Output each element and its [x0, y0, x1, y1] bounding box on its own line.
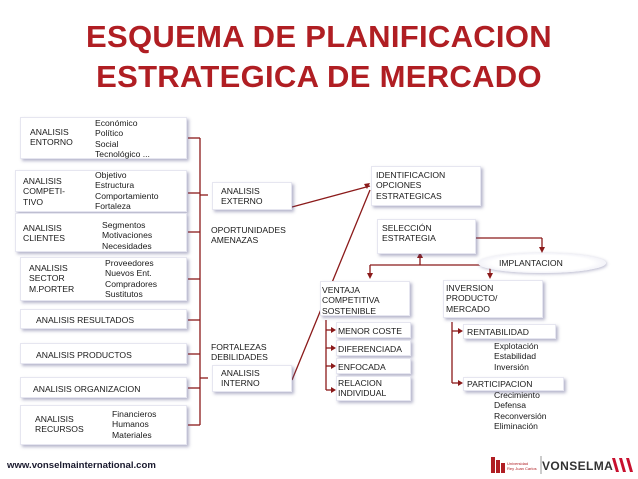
analisis-interno-label: ANALISIS INTERNO [221, 368, 260, 389]
participacion-label: PARTICIPACION [467, 379, 533, 389]
identificacion-opciones-box: IDENTIFICACION OPCIONES ESTRATEGICAS [371, 166, 481, 206]
inversion-producto-box: INVERSION PRODUCTO/ MERCADO [443, 280, 543, 318]
university-name: Universidad Rey Juan Carlos [507, 461, 537, 471]
list-item: Político [95, 128, 124, 139]
list-item: Social [95, 138, 119, 149]
analisis-resultados-label: ANALISIS RESULTADOS [36, 315, 135, 325]
oportunidades-amenazas-label: OPORTUNIDADES AMENAZAS [211, 225, 286, 246]
list-item: Financieros [112, 409, 157, 419]
list-item: Materiales [112, 429, 152, 440]
enfocada-label: ENFOCADA [338, 362, 386, 372]
ventaja-competitiva-label: VENTAJA COMPETITIVA SOSTENIBLE [322, 285, 380, 316]
list-item: Motivaciones [102, 230, 153, 241]
menor-coste-box: MENOR COSTE [336, 322, 411, 338]
analisis-competitivo-label: ANALISIS COMPETI- TIVO [23, 176, 66, 207]
seleccion-estrategia-box: SELECCIÓN ESTRATEGIA [377, 219, 476, 254]
enfocada-box: ENFOCADA [336, 358, 411, 374]
seleccion-estrategia-label: SELECCIÓN ESTRATEGIA [382, 223, 436, 244]
list-item: Necesidades [102, 240, 152, 251]
list-item: Explotación [494, 341, 539, 351]
rentabilidad-box: RENTABILIDAD [463, 324, 556, 339]
relacion-individual-box: RELACION INDIVIDUAL [336, 376, 411, 401]
list-item: Económico [95, 118, 138, 128]
analisis-externo-box: ANALISIS EXTERNO [212, 182, 292, 210]
analisis-entorno-box: ANALISIS ENTORNO Económico Político Soci… [20, 117, 187, 159]
list-item: Humanos [112, 419, 149, 430]
analisis-competitivo-items: Objetivo Estructura Comportamiento Forta… [95, 170, 159, 212]
list-item: Reconversión [494, 410, 547, 421]
participacion-items: Crecimiento Defensa Reconversión Elimina… [494, 390, 547, 432]
rentabilidad-label: RENTABILIDAD [467, 327, 529, 337]
list-item: Inversión [494, 361, 529, 372]
analisis-clientes-label: ANALISIS CLIENTES [23, 223, 66, 244]
ventaja-competitiva-box: VENTAJA COMPETITIVA SOSTENIBLE [320, 281, 410, 316]
footer-divider [540, 456, 542, 474]
analisis-clientes-items: Segmentos Motivaciones Necesidades [102, 220, 152, 251]
analisis-productos-box: ANALISIS PRODUCTOS [20, 343, 187, 364]
analisis-recursos-items: Financieros Humanos Materiales [112, 409, 156, 440]
participacion-box: PARTICIPACION [463, 377, 564, 391]
list-item: Fortaleza [95, 201, 131, 212]
list-item: Proveedores [105, 258, 154, 268]
identificacion-opciones-label: IDENTIFICACION OPCIONES ESTRATEGICAS [376, 170, 446, 201]
university-logo-icon [491, 457, 505, 473]
analisis-sector-label: ANALISIS SECTOR M.PORTER [29, 263, 75, 294]
analisis-resultados-box: ANALISIS RESULTADOS [20, 309, 187, 329]
analisis-productos-label: ANALISIS PRODUCTOS [36, 350, 132, 360]
fortalezas-debilidades-label: FORTALEZAS DEBILIDADES [211, 342, 268, 363]
analisis-sector-box: ANALISIS SECTOR M.PORTER Proveedores Nue… [20, 257, 187, 301]
analisis-externo-label: ANALISIS EXTERNO [221, 186, 263, 207]
implantacion-oval [478, 253, 606, 273]
list-item: Comportamiento [95, 190, 159, 201]
title-line-2: ESTRATEGICA DE MERCADO [96, 59, 542, 94]
list-item: Eliminación [494, 421, 538, 432]
list-item: Estabilidad [494, 351, 537, 362]
diferenciada-label: DIFERENCIADA [338, 344, 402, 354]
list-item: Nuevos Ent. [105, 268, 152, 279]
list-item: Compradores [105, 278, 158, 289]
list-item: Defensa [494, 400, 527, 411]
list-item: Crecimiento [494, 390, 540, 400]
brand-logo-icon [612, 458, 633, 472]
list-item: Estructura [95, 180, 135, 191]
inversion-producto-label: INVERSION PRODUCTO/ MERCADO [446, 283, 498, 314]
analisis-entorno-items: Económico Político Social Tecnológico ..… [95, 118, 150, 160]
implantacion-label: IMPLANTACION [499, 258, 563, 268]
analisis-competitivo-box: ANALISIS COMPETI- TIVO Objetivo Estructu… [15, 170, 187, 212]
menor-coste-label: MENOR COSTE [338, 326, 402, 336]
rentabilidad-items: Explotación Estabilidad Inversión [494, 341, 538, 372]
analisis-clientes-box: ANALISIS CLIENTES Segmentos Motivaciones… [15, 213, 187, 252]
title-line-1: ESQUEMA DE PLANIFICACION [86, 19, 552, 54]
list-item: Sustitutos [105, 289, 143, 300]
vonselma-brand: VONSELMA [542, 459, 614, 473]
analisis-entorno-label: ANALISIS ENTORNO [30, 127, 73, 148]
diferenciada-box: DIFERENCIADA [336, 340, 411, 356]
analisis-organizacion-box: ANALISIS ORGANIZACION [20, 377, 187, 398]
list-item: Tecnológico ... [95, 149, 150, 160]
analisis-recursos-label: ANALISIS RECURSOS [35, 414, 84, 435]
relacion-individual-label: RELACION INDIVIDUAL [338, 378, 387, 399]
analisis-organizacion-label: ANALISIS ORGANIZACION [33, 384, 141, 394]
list-item: Segmentos [102, 220, 146, 230]
analisis-interno-box: ANALISIS INTERNO [212, 365, 292, 392]
analisis-recursos-box: ANALISIS RECURSOS Financieros Humanos Ma… [20, 405, 187, 445]
analisis-sector-items: Proveedores Nuevos Ent. Compradores Sust… [105, 258, 157, 300]
footer-url: www.vonselmainternational.com [7, 460, 156, 471]
list-item: Objetivo [95, 170, 127, 180]
